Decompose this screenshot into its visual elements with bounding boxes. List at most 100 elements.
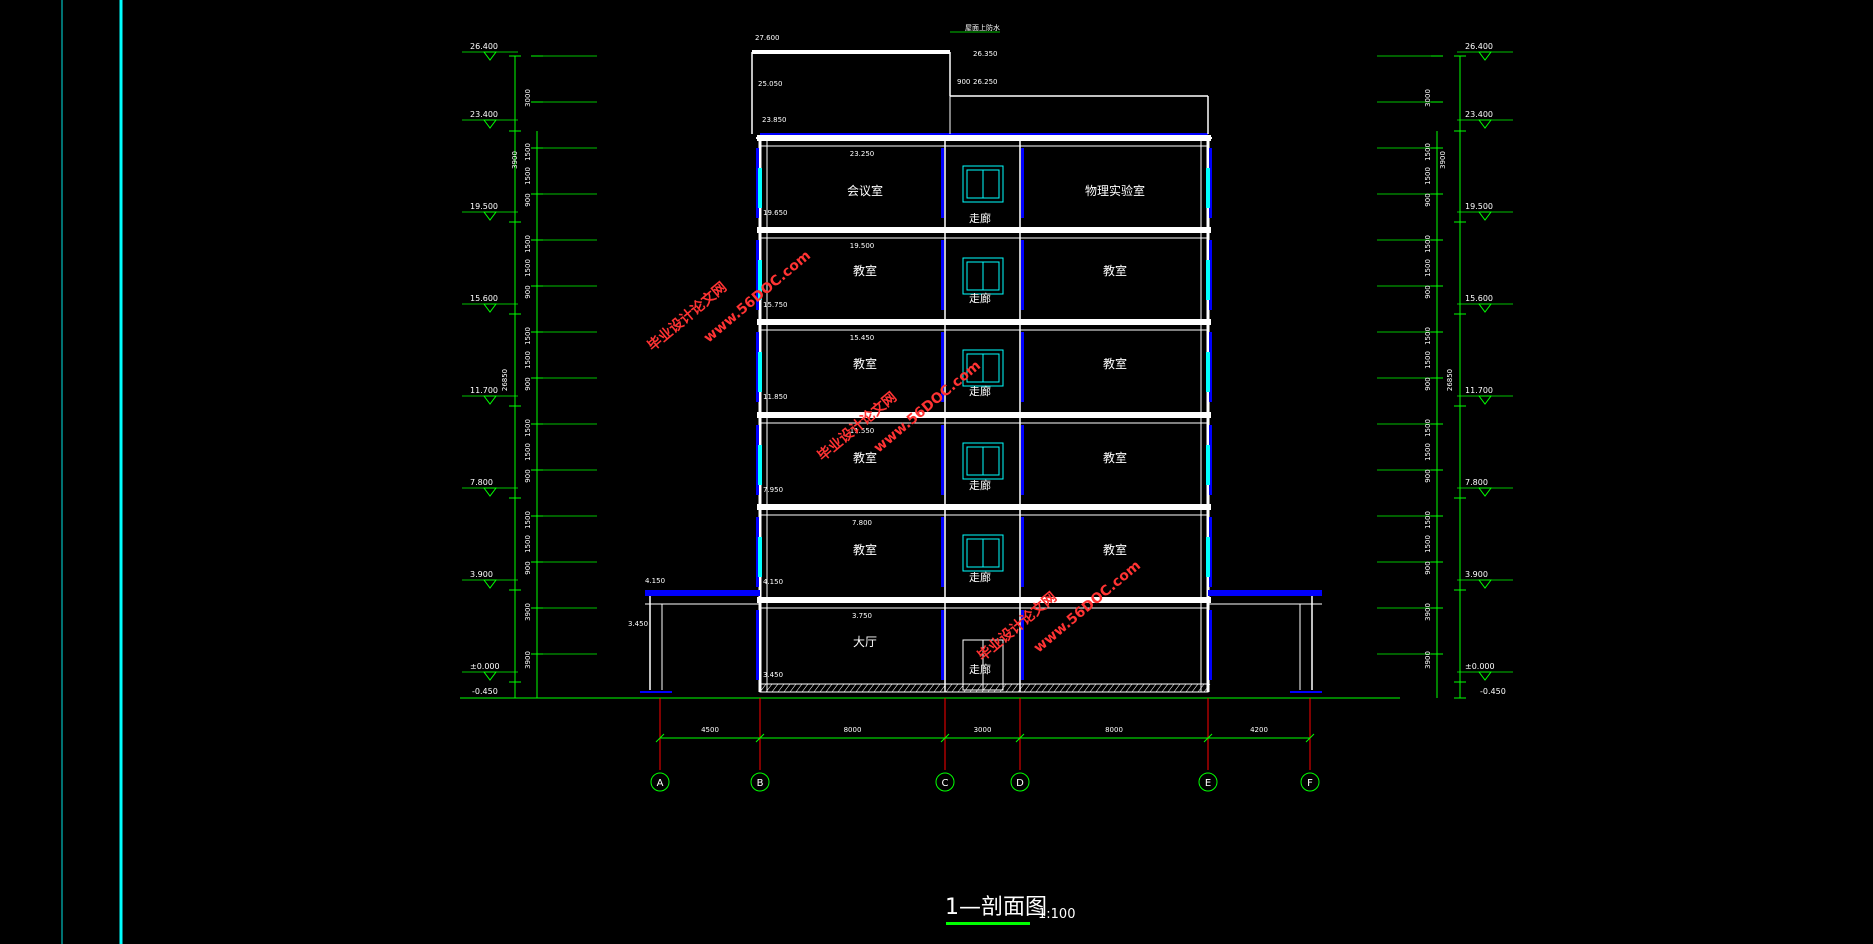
ground-hatch: [1089, 683, 1097, 693]
ground-hatch: [801, 683, 809, 693]
dim-seg-left-17: 3900: [524, 651, 532, 669]
ground-hatch: [1167, 683, 1175, 693]
dim-seg-right-7: 1500: [1424, 327, 1432, 345]
ground-hatch: [975, 683, 983, 693]
column-segment-0-1: [1209, 148, 1212, 218]
level-base-right: -0.450: [1480, 687, 1506, 696]
ground-hatch: [897, 683, 905, 693]
room-left-2: 教室: [853, 356, 877, 371]
bay-dim-2: 3000: [974, 726, 992, 734]
level-left-5-value: 3.900: [470, 570, 493, 579]
dim-seg-right-16: 3900: [1424, 603, 1432, 621]
ground-hatch: [927, 683, 935, 693]
ground-hatch: [771, 683, 779, 693]
ground-hatch: [1185, 683, 1193, 693]
dim-seg-left-15: 900: [524, 561, 532, 574]
dim-seg-right-5: 1500: [1424, 259, 1432, 277]
corridor-window-0: [962, 165, 1004, 203]
level-top-right-symbol: [1478, 51, 1492, 61]
level-left-3-symbol: [483, 395, 497, 405]
dim-seg-right-15: 900: [1424, 561, 1432, 574]
room-corridor-2: 走廊: [969, 384, 991, 398]
axis-bubble-A: [650, 772, 670, 792]
column-c-3: [941, 425, 944, 495]
ground-hatch: [945, 683, 953, 693]
bay-dim-tick-4: [1203, 733, 1213, 743]
dim-seg-left-1: 1500: [524, 143, 532, 161]
axis-label-D: D: [1016, 778, 1024, 789]
column-segment-1-1: [1209, 240, 1212, 310]
bay-dim-tick-1: [755, 733, 765, 743]
dim-seg-right-0: 3000: [1424, 89, 1432, 107]
canopy-level-bottom: 3.450: [628, 620, 648, 628]
ground-hatch: [1023, 683, 1031, 693]
dim-seg-right-1: 1500: [1424, 143, 1432, 161]
axis-bubble-D: [1010, 772, 1030, 792]
room-left-5: 大厅: [853, 635, 877, 649]
window-b-4: [758, 537, 762, 577]
ground-hatch: [933, 683, 941, 693]
ground-hatch: [861, 683, 869, 693]
level-right-4-symbol: [1478, 487, 1492, 497]
ground-hatch: [963, 683, 971, 693]
level-26350: 26.350: [973, 50, 998, 58]
ground-hatch: [1179, 683, 1187, 693]
dim-seg-left-5: 1500: [524, 259, 532, 277]
room-under-level-5: 3.450: [763, 671, 783, 679]
room-level-2: 15.450: [850, 334, 875, 342]
bay-dim-3: 8000: [1105, 726, 1123, 734]
ground-hatch: [1203, 683, 1211, 693]
level-right-0-symbol: [1478, 119, 1492, 129]
ground-hatch: [957, 683, 965, 693]
column-segment-5-1: [1209, 610, 1212, 680]
ground-hatch: [939, 683, 947, 693]
corridor-window-2: [962, 349, 1004, 387]
column-c-4: [941, 517, 944, 587]
axis-label-F: F: [1307, 778, 1313, 789]
ground-hatch: [759, 683, 767, 693]
level-left-6-value: ±0.000: [470, 662, 500, 671]
ground-hatch: [1029, 683, 1037, 693]
ground-hatch: [837, 683, 845, 693]
dim-seg-left-14: 1500: [524, 535, 532, 553]
ground-hatch: [1035, 683, 1043, 693]
room-right-1: 教室: [1103, 263, 1127, 278]
column-d-5: [1021, 610, 1024, 680]
canopy-right: [1208, 590, 1322, 596]
ground-hatch: [1011, 683, 1019, 693]
ground-hatch: [1161, 683, 1169, 693]
room-level-0: 23.250: [850, 150, 875, 158]
dim-seg-right-2: 1500: [1424, 167, 1432, 185]
room-right-2: 教室: [1103, 356, 1127, 371]
room-left-3: 教室: [853, 450, 877, 465]
level-left-3-value: 11.700: [470, 386, 498, 395]
axis-bubble-C: [935, 772, 955, 792]
axis-bubble-F: [1300, 772, 1320, 792]
room-under-level-0: 19.650: [763, 209, 788, 217]
column-c-0: [941, 148, 944, 218]
room-right-4: 教室: [1103, 542, 1127, 557]
window-b-1: [758, 260, 762, 300]
dim-total-right: 26850: [1446, 369, 1454, 391]
level-left-0-symbol: [483, 119, 497, 129]
level-left-5-symbol: [483, 579, 497, 589]
window-b-3: [758, 445, 762, 485]
watermark-cn-0: 毕业设计论文网: [644, 279, 730, 355]
corridor-window-1: [962, 257, 1004, 295]
dim-seg-left-13: 1500: [524, 511, 532, 529]
column-segment-1-0: [756, 240, 759, 310]
ground-hatch: [873, 683, 881, 693]
room-right-3: 教室: [1103, 450, 1127, 465]
column-segment-2-1: [1209, 332, 1212, 402]
ground-hatch: [885, 683, 893, 693]
dim-seg-right-14: 1500: [1424, 535, 1432, 553]
ground-hatch: [1191, 683, 1199, 693]
ground-hatch: [1119, 683, 1127, 693]
bay-dim-1: 8000: [844, 726, 862, 734]
ground-hatch: [981, 683, 989, 693]
ground-hatch: [1059, 683, 1067, 693]
level-left-1-value: 19.500: [470, 202, 498, 211]
level-base-left: -0.450: [472, 687, 498, 696]
ground-slab: [759, 683, 1209, 693]
